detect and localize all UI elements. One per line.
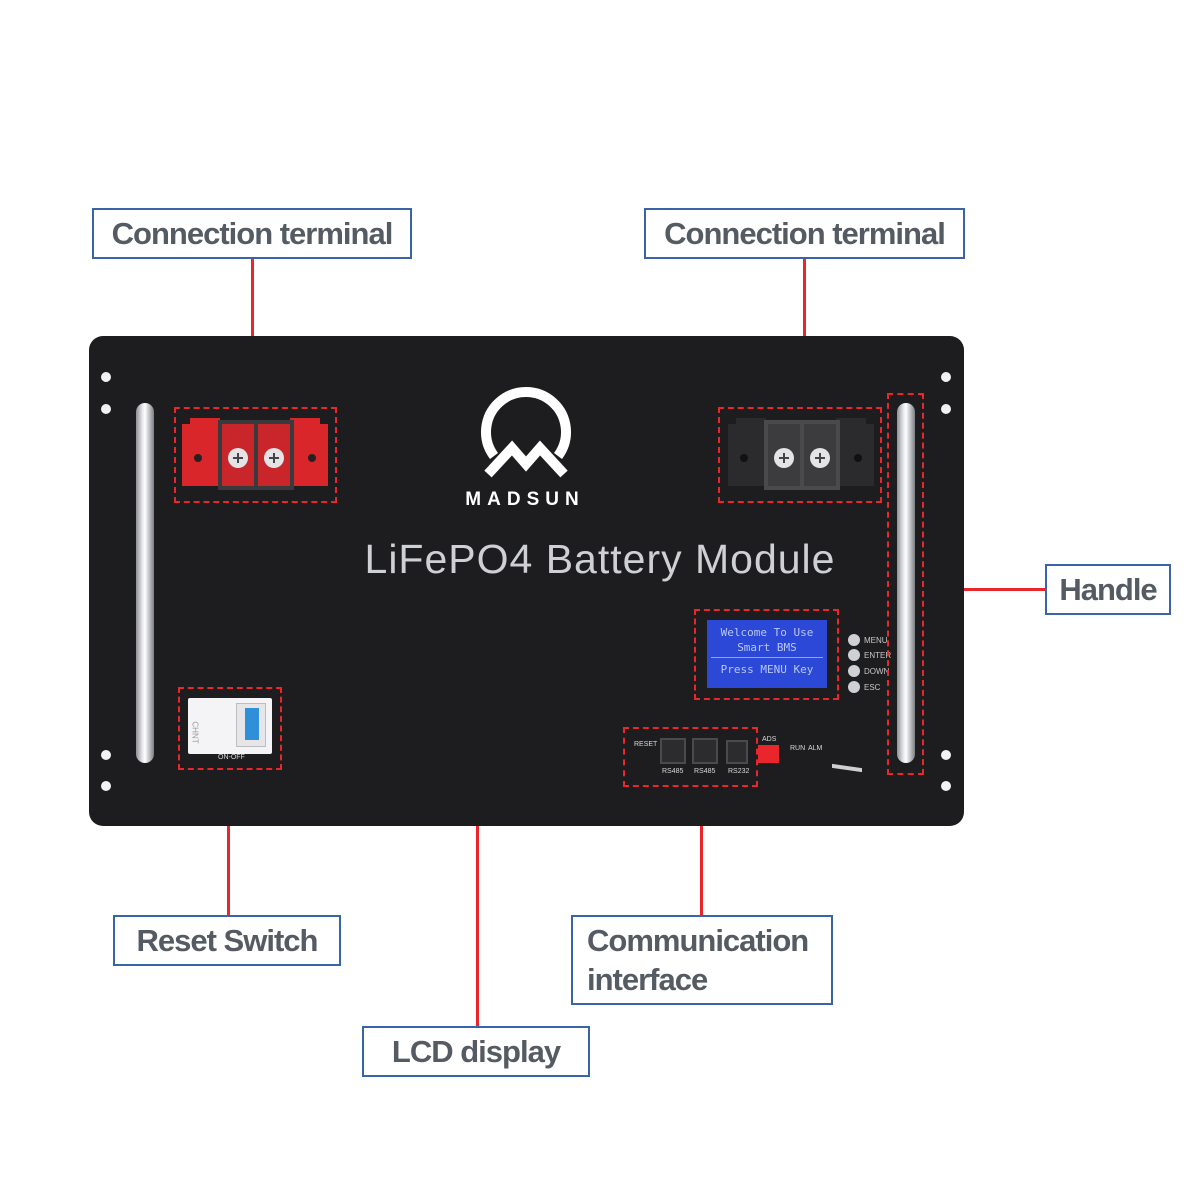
alm-indicator-label: ALM <box>808 745 823 752</box>
callout-communication-interface: Communication interface <box>571 915 833 1005</box>
callout-communication-line-2: interface <box>587 962 708 997</box>
esc-button[interactable] <box>848 681 860 693</box>
rs485-port-1[interactable] <box>660 738 686 764</box>
lcd-line-1: Welcome To Use <box>720 626 814 639</box>
callout-connection-terminal-left: Connection terminal <box>92 208 412 259</box>
callout-lcd-display: LCD display <box>362 1026 590 1077</box>
leader-line-lcd-vertical <box>476 653 479 1029</box>
enter-button[interactable] <box>848 649 860 661</box>
leader-line-handle <box>922 588 1046 591</box>
rs232-port-label: RS232 <box>728 768 750 775</box>
mounting-hole <box>941 781 951 791</box>
lcd-line-3: Press MENU Key <box>720 663 814 676</box>
callout-reset-switch: Reset Switch <box>113 915 341 966</box>
handle-highlight <box>887 393 924 775</box>
brand-name: MADSUN <box>465 489 585 510</box>
callout-connection-terminal-right: Connection terminal <box>644 208 965 259</box>
reset-switch-highlight <box>178 687 282 770</box>
lcd-divider <box>711 657 823 658</box>
down-button-label: DOWN <box>864 667 890 676</box>
mounting-hole <box>101 781 111 791</box>
callout-handle: Handle <box>1045 564 1171 615</box>
mounting-hole <box>101 372 111 382</box>
positive-terminal[interactable] <box>182 418 328 492</box>
lcd-line-2: Smart BMS <box>737 641 797 654</box>
breaker-lever[interactable] <box>245 708 259 740</box>
left-terminal-highlight <box>174 407 337 503</box>
right-handle[interactable] <box>897 403 915 763</box>
ads-switch[interactable] <box>758 745 779 763</box>
lcd-highlight <box>694 609 839 700</box>
product-title: LiFePO4 Battery Module <box>364 536 836 582</box>
menu-button[interactable] <box>848 634 860 646</box>
mounting-hole <box>941 750 951 760</box>
run-indicator-label: RUN <box>790 745 806 752</box>
rs485-port-1-label: RS485 <box>662 768 684 775</box>
reset-label: RESET <box>634 741 658 748</box>
breaker-label: ON-OFF <box>218 754 245 761</box>
rs232-port[interactable] <box>726 740 748 764</box>
esc-button-label: ESC <box>864 683 881 692</box>
mounting-hole <box>941 372 951 382</box>
leader-line-communication <box>700 785 703 918</box>
ads-label: ADS <box>762 736 777 743</box>
mounting-hole <box>941 404 951 414</box>
right-terminal-highlight <box>718 407 882 503</box>
enter-button-label: ENTER <box>864 651 892 660</box>
mounting-hole <box>101 404 111 414</box>
leader-line-right-terminal <box>803 258 806 409</box>
down-button[interactable] <box>848 665 860 677</box>
mounting-hole <box>101 750 111 760</box>
leader-line-left-terminal <box>251 258 254 409</box>
menu-button-label: MENU <box>864 636 888 645</box>
left-handle[interactable] <box>136 403 154 763</box>
madsun-logo-icon <box>481 387 571 478</box>
rs485-port-2[interactable] <box>692 738 718 764</box>
negative-terminal[interactable] <box>728 418 874 492</box>
communication-highlight <box>623 727 758 787</box>
callout-communication-line-1: Communication <box>587 923 809 958</box>
rs485-port-2-label: RS485 <box>694 768 716 775</box>
leader-line-reset-switch <box>227 769 230 918</box>
lcd-screen: Welcome To Use Smart BMS Press MENU Key <box>707 620 827 688</box>
